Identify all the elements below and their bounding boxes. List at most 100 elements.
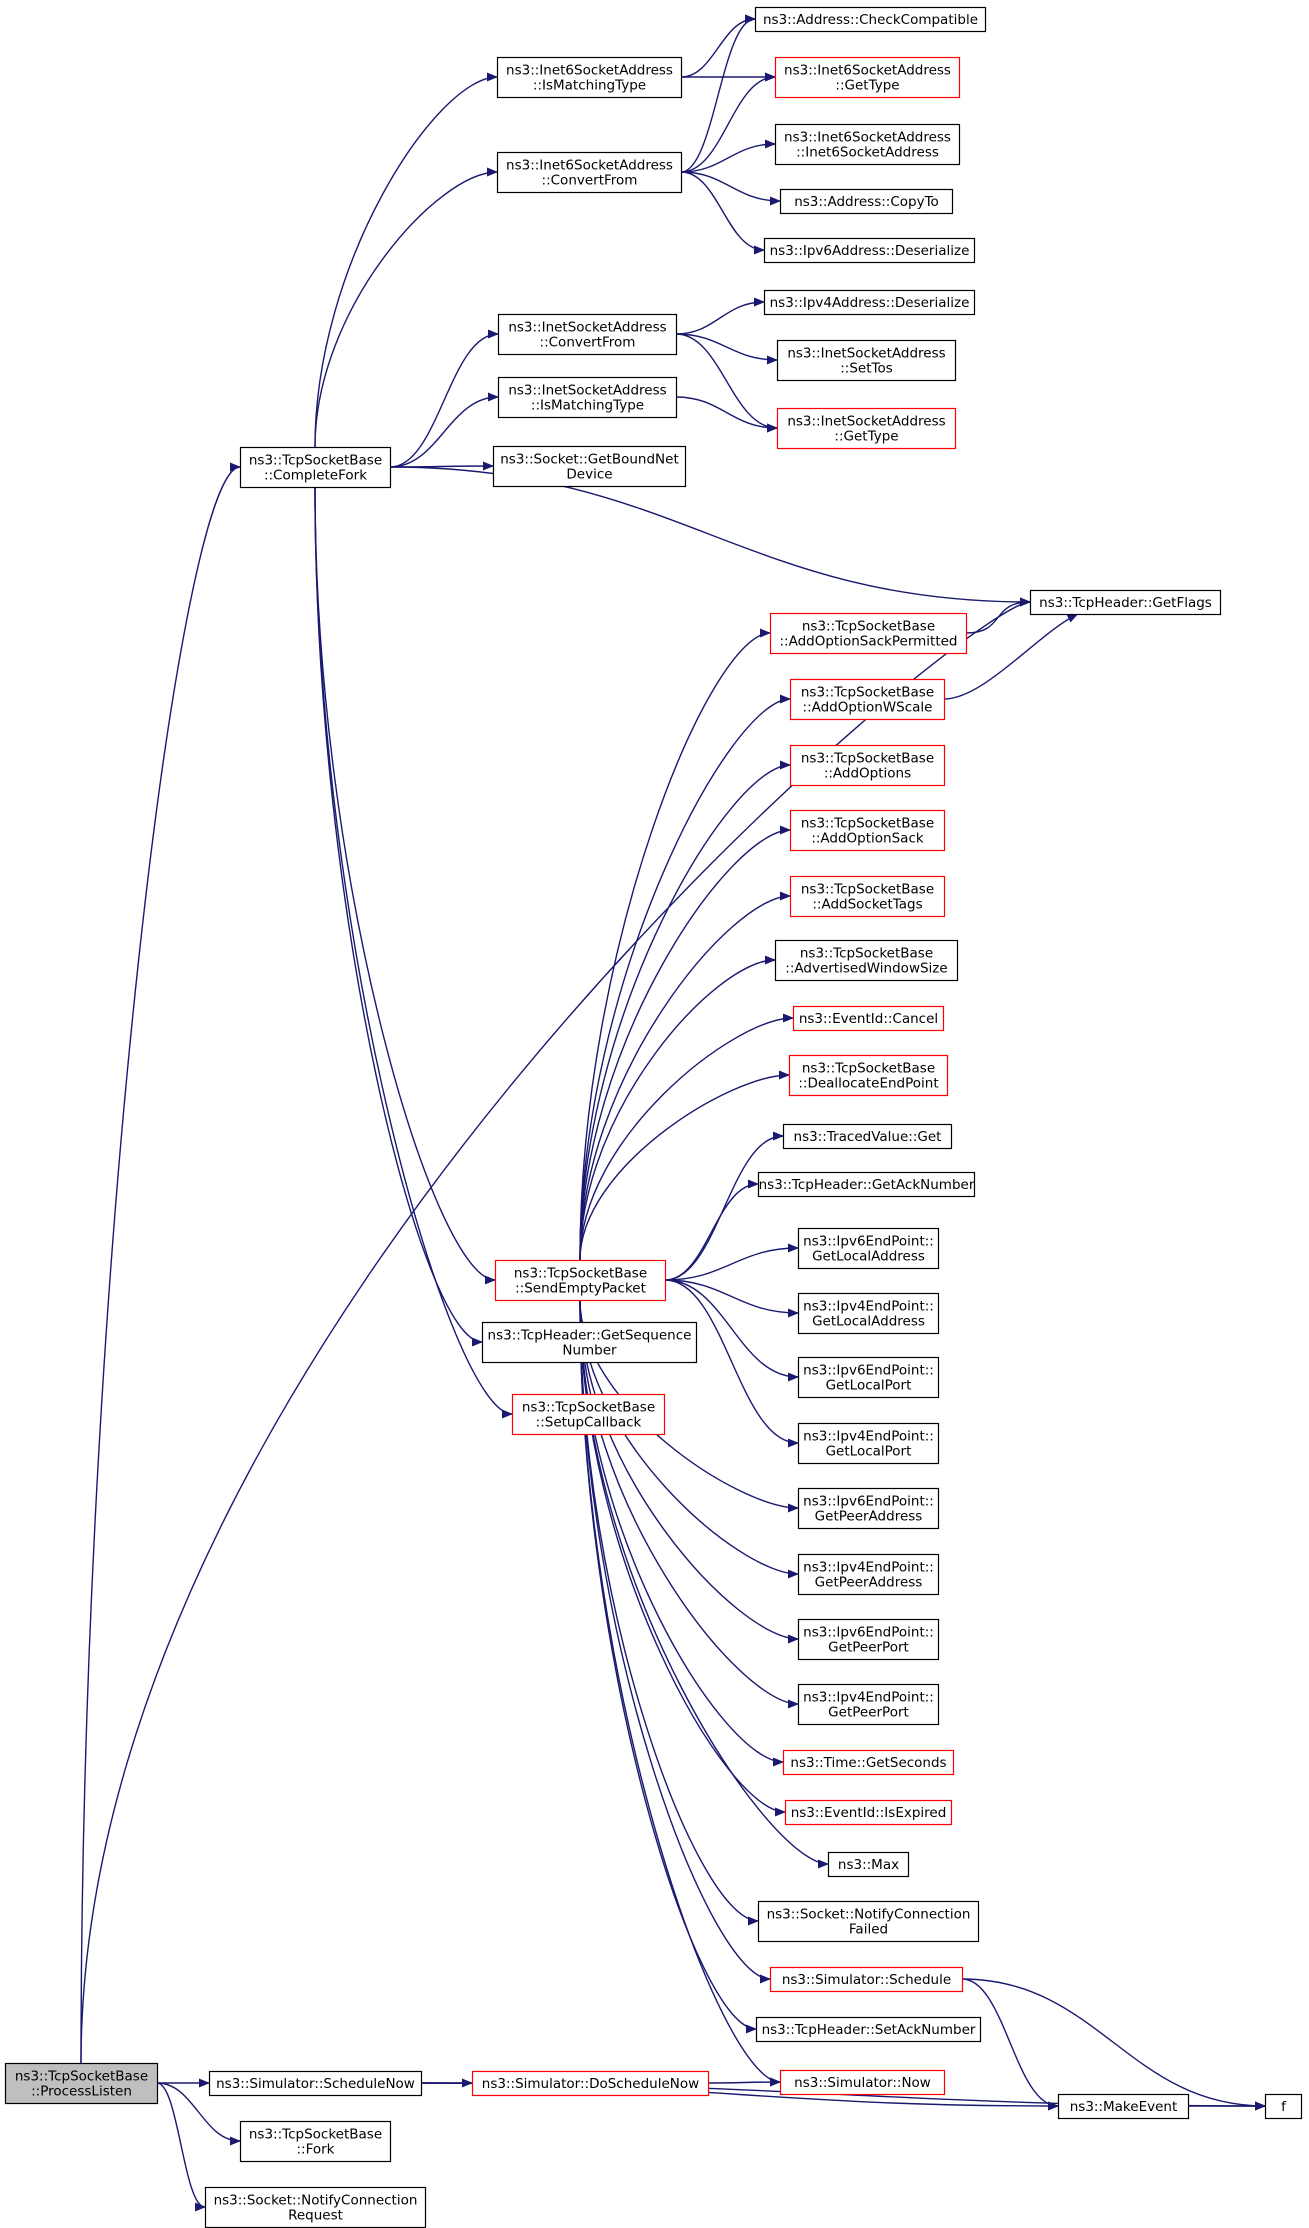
node-get-flags[interactable]: ns3::TcpHeader::GetFlags [1029,589,1222,616]
node-box [797,1487,940,1530]
edge-send-empty-to-max [579,1299,830,1869]
node-box [208,2070,423,2097]
edge-send-empty-to-get-seconds [579,1299,785,1767]
node-add-sack-perm[interactable]: ns3::TcpSocketBase::AddOptionSackPermitt… [769,612,968,655]
node-ipv6-local-addr[interactable]: ns3::Ipv6EndPoint::GetLocalAddress [797,1227,940,1270]
node-label: ns3::Simulator::Now [794,2075,931,2091]
node-schedule-now[interactable]: ns3::Simulator::ScheduleNow [208,2070,423,2097]
edge-send-empty-to-sim-schedule [579,1299,772,1984]
node-send-empty[interactable]: ns3::TcpSocketBase::SendEmptyPacket [494,1259,667,1302]
node-box [754,6,987,33]
node-label: ::SetTos [840,361,893,377]
node-copy-to[interactable]: ns3::Address::CopyTo [779,188,954,215]
node-box [784,1799,953,1826]
node-label: ns3::TcpHeader::GetAckNumber [759,1177,975,1193]
node-get-seconds[interactable]: ns3::Time::GetSeconds [782,1749,955,1776]
node-label: ns3::Time::GetSeconds [790,1755,946,1771]
node-label: ::GetType [835,78,899,94]
node-box [789,744,946,787]
node-ipv4-peer-port[interactable]: ns3::Ipv4EndPoint::GetPeerPort [797,1683,940,1726]
node-label: ::AddOptions [824,766,911,782]
node-box [511,1393,666,1436]
node-ipv4-peer-addr[interactable]: ns3::Ipv4EndPoint::GetPeerAddress [797,1553,940,1596]
edge-inet6-convert-to-inet6-ctor [680,139,777,173]
node-label: ::SetupCallback [536,1415,642,1431]
node-label: ::AddOptionWScale [803,700,933,716]
node-box [797,1356,940,1399]
node-inet-convert[interactable]: ns3::InetSocketAddress::ConvertFrom [497,313,678,356]
node-box [496,151,683,194]
node-check-compat[interactable]: ns3::Address::CheckCompatible [754,6,987,33]
node-ipv4-local-port[interactable]: ns3::Ipv4EndPoint::GetLocalPort [797,1422,940,1465]
edge-send-empty-to-ipv4-local-addr [664,1279,800,1318]
node-label: ns3::InetSocketAddress [508,383,666,399]
node-set-tos[interactable]: ns3::InetSocketAddress::SetTos [776,339,957,382]
node-process-listen[interactable]: ns3::TcpSocketBase::ProcessListen [4,2062,159,2105]
node-set-ack[interactable]: ns3::TcpHeader::SetAckNumber [755,2016,982,2043]
node-make-event[interactable]: ns3::MakeEvent [1057,2093,1190,2120]
node-box [492,445,687,488]
node-label: ns3::TcpSocketBase [514,1266,647,1282]
node-label: ns3::TcpSocketBase [15,2069,148,2085]
edge-send-empty-to-ipv4-local-port [664,1279,800,1448]
node-fork[interactable]: ns3::TcpSocketBase::Fork [239,2120,392,2163]
node-label: ns3::TcpSocketBase [802,619,935,635]
node-add-sack[interactable]: ns3::TcpSocketBase::AddOptionSack [789,809,946,852]
node-inet6-convert[interactable]: ns3::Inet6SocketAddress::ConvertFrom [496,151,683,194]
edge-send-empty-to-add-options [579,760,792,1261]
node-label: Failed [849,1922,888,1938]
node-inet6-get-type[interactable]: ns3::Inet6SocketAddress::GetType [774,56,961,99]
node-inet-is-matching[interactable]: ns3::InetSocketAddress::IsMatchingType [497,376,678,419]
edge-send-empty-to-event-cancel [579,1013,795,1261]
node-get-ack[interactable]: ns3::TcpHeader::GetAckNumber [757,1171,976,1198]
node-do-schedule-now[interactable]: ns3::Simulator::DoScheduleNow [471,2070,710,2097]
node-ipv4-local-addr[interactable]: ns3::Ipv4EndPoint::GetLocalAddress [797,1292,940,1335]
node-is-expired[interactable]: ns3::EventId::IsExpired [784,1799,953,1826]
node-box [1264,2093,1303,2120]
edge-complete-fork-to-inet-convert [389,329,500,468]
node-setup-cb[interactable]: ns3::TcpSocketBase::SetupCallback [511,1393,666,1436]
edge-complete-fork-to-get-seq [314,486,484,1347]
node-f[interactable]: f [1264,2093,1303,2120]
node-label: ::AdvertisedWindowSize [785,961,947,977]
node-inet-get-type[interactable]: ns3::InetSocketAddress::GetType [776,407,957,450]
node-add-wscale[interactable]: ns3::TcpSocketBase::AddOptionWScale [789,678,946,721]
node-label: GetLocalAddress [812,1249,925,1265]
edge-inet6-convert-to-ipv6-deser [680,171,766,255]
node-box [471,2070,710,2097]
node-ipv6-peer-port[interactable]: ns3::Ipv6EndPoint::GetPeerPort [797,1618,940,1661]
node-box [769,1966,964,1993]
edge-complete-fork-to-setup-cb [314,486,514,1419]
node-label: ns3::Ipv4EndPoint:: [803,1299,934,1315]
node-sim-now[interactable]: ns3::Simulator::Now [779,2069,946,2096]
edge-add-sack-perm-to-get-flags [965,597,1032,634]
node-complete-fork[interactable]: ns3::TcpSocketBase::CompleteFork [239,446,392,489]
node-event-cancel[interactable]: ns3::EventId::Cancel [792,1005,945,1032]
edge-send-empty-to-add-tags [579,891,792,1261]
node-max[interactable]: ns3::Max [827,1851,910,1878]
edge-complete-fork-to-inet-is-matching [389,392,500,468]
edge-send-empty-to-ipv4-peer-port [579,1299,800,1709]
edge-inet-convert-to-set-tos [675,333,779,365]
node-inet6-is-matching[interactable]: ns3::Inet6SocketAddress::IsMatchingType [496,56,683,99]
edge-inet6-is-matching-to-check-compat [680,14,757,78]
node-dealloc[interactable]: ns3::TcpSocketBase::DeallocateEndPoint [788,1054,949,1097]
node-ipv6-local-port[interactable]: ns3::Ipv6EndPoint::GetLocalPort [797,1356,940,1399]
node-box [239,2120,392,2163]
node-add-tags[interactable]: ns3::TcpSocketBase::AddSocketTags [789,875,946,918]
node-label: ns3::Ipv4Address::Deserialize [770,295,970,311]
node-sim-schedule[interactable]: ns3::Simulator::Schedule [769,1966,964,1993]
node-traced-get[interactable]: ns3::TracedValue::Get [782,1123,953,1150]
node-ipv6-deser[interactable]: ns3::Ipv6Address::Deserialize [763,237,976,264]
node-ipv6-peer-addr[interactable]: ns3::Ipv6EndPoint::GetPeerAddress [797,1487,940,1530]
node-box [497,376,678,419]
node-inet6-ctor[interactable]: ns3::Inet6SocketAddress::Inet6SocketAddr… [774,123,961,166]
node-add-options[interactable]: ns3::TcpSocketBase::AddOptions [789,744,946,787]
node-ipv4-deser[interactable]: ns3::Ipv4Address::Deserialize [763,289,976,316]
node-adv-window[interactable]: ns3::TcpSocketBase::AdvertisedWindowSize [774,939,959,982]
node-label: ns3::TcpSocketBase [249,453,382,469]
